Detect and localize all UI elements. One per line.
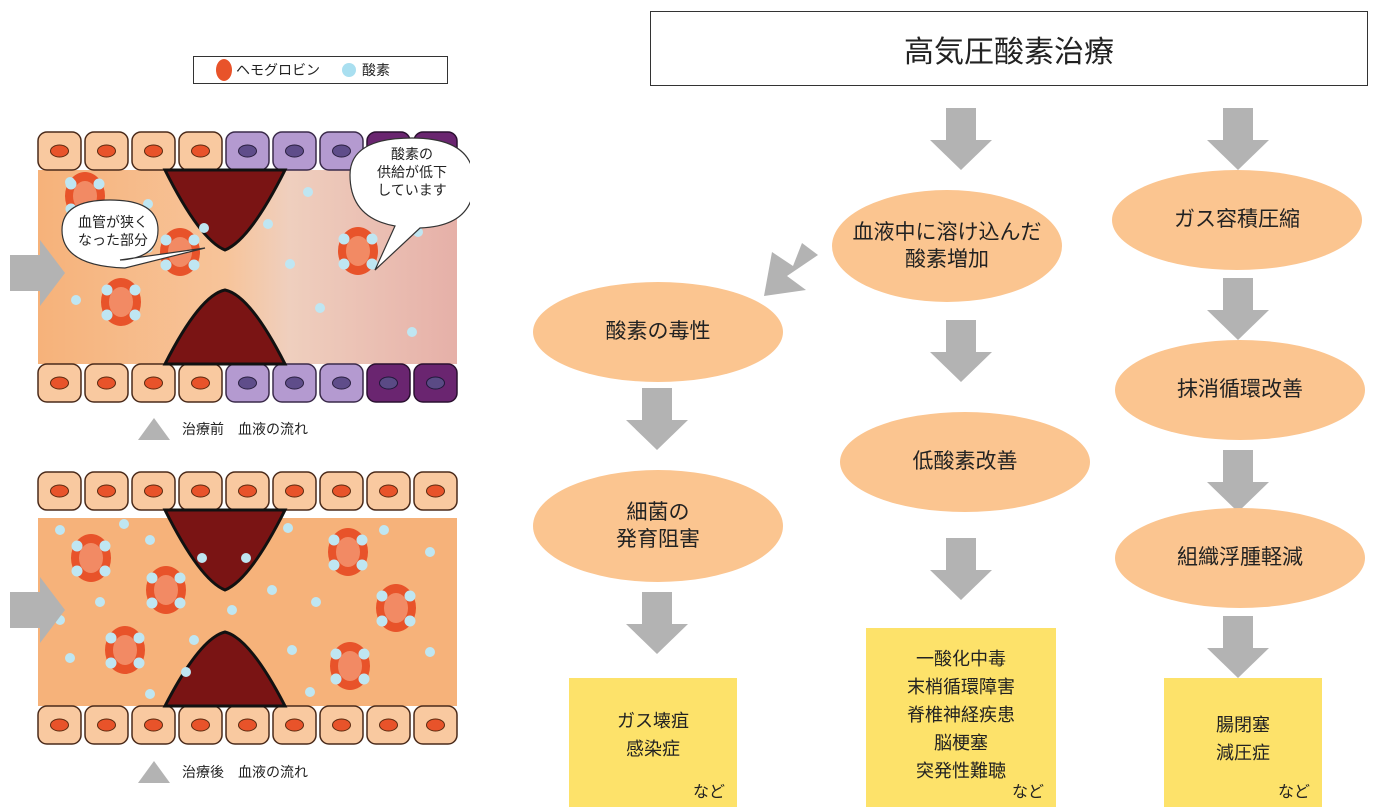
triangle-icon bbox=[138, 418, 170, 440]
box-middle-items: 一酸化中毒 末梢循環障害 脊椎神経疾患 脳梗塞 突発性難聴 bbox=[907, 649, 1015, 782]
bubble-left-text: 血管が狭く なった部分 bbox=[78, 215, 148, 250]
arrow-left-down bbox=[764, 243, 818, 296]
hemoglobin-legend-swatch bbox=[216, 59, 232, 81]
node-peripheral: 抹消循環改善 bbox=[1115, 340, 1365, 440]
box-left-items: ガス壊疽 感染症 bbox=[617, 711, 689, 760]
hemoglobin-legend-label: ヘモグロビン bbox=[236, 63, 320, 79]
title-box: 高気圧酸素治療 bbox=[650, 11, 1368, 86]
box-right-etc: など bbox=[1277, 782, 1310, 802]
node-hypoxia: 低酸素改善 bbox=[840, 412, 1090, 512]
flow-arrow-after bbox=[10, 577, 65, 643]
arrow-down bbox=[1207, 278, 1269, 340]
box-left-etc: など bbox=[692, 782, 725, 802]
legend: ヘモグロビン 酸素 bbox=[193, 56, 448, 84]
caption-before: 治療前 血液の流れ bbox=[138, 418, 308, 440]
blood-flow-illustrations bbox=[10, 131, 470, 745]
arrow-down bbox=[930, 538, 992, 600]
arrow-down bbox=[1207, 450, 1269, 512]
node-oxygen-toxicity: 酸素の毒性 bbox=[533, 282, 783, 382]
plaque-top-after bbox=[162, 508, 288, 592]
caption-after-text: 治療後 血液の流れ bbox=[182, 765, 308, 781]
oxygen-legend-swatch bbox=[342, 63, 356, 77]
caption-after: 治療後 血液の流れ bbox=[138, 761, 308, 783]
arrow-down bbox=[626, 592, 688, 654]
bubble-right bbox=[349, 137, 470, 271]
arrow-down bbox=[1207, 616, 1269, 678]
bubble-right-text: 酸素の 供給が低下 しています bbox=[377, 147, 447, 200]
arrow-down bbox=[930, 108, 992, 170]
triangle-icon bbox=[138, 761, 170, 783]
node-edema: 組織浮腫軽減 bbox=[1115, 508, 1365, 608]
after-treatment-panel bbox=[10, 471, 458, 745]
caption-before-text: 治療前 血液の流れ bbox=[182, 422, 308, 438]
arrow-down bbox=[930, 320, 992, 382]
bubble-left bbox=[61, 199, 206, 269]
arrow-down bbox=[626, 388, 688, 450]
node-gas-volume: ガス容積圧縮 bbox=[1112, 170, 1362, 270]
arrow-down bbox=[1207, 108, 1269, 170]
box-left: ガス壊疽 感染症 など bbox=[569, 678, 737, 807]
flow-arrow-before bbox=[10, 240, 65, 306]
plaque-top bbox=[162, 168, 288, 252]
plaque-bottom bbox=[162, 288, 288, 366]
node-bacteria: 細菌の 発育阻害 bbox=[533, 470, 783, 582]
box-right-items: 腸閉塞 減圧症 bbox=[1216, 715, 1270, 764]
box-middle-etc: など bbox=[1011, 782, 1044, 802]
oxygen-legend-label: 酸素 bbox=[362, 63, 390, 79]
node-dissolved-oxygen: 血液中に溶け込んだ 酸素増加 bbox=[832, 190, 1062, 302]
box-middle: 一酸化中毒 末梢循環障害 脊椎神経疾患 脳梗塞 突発性難聴 など bbox=[866, 628, 1056, 807]
box-right: 腸閉塞 減圧症 など bbox=[1164, 678, 1322, 807]
before-treatment-panel bbox=[10, 131, 470, 403]
